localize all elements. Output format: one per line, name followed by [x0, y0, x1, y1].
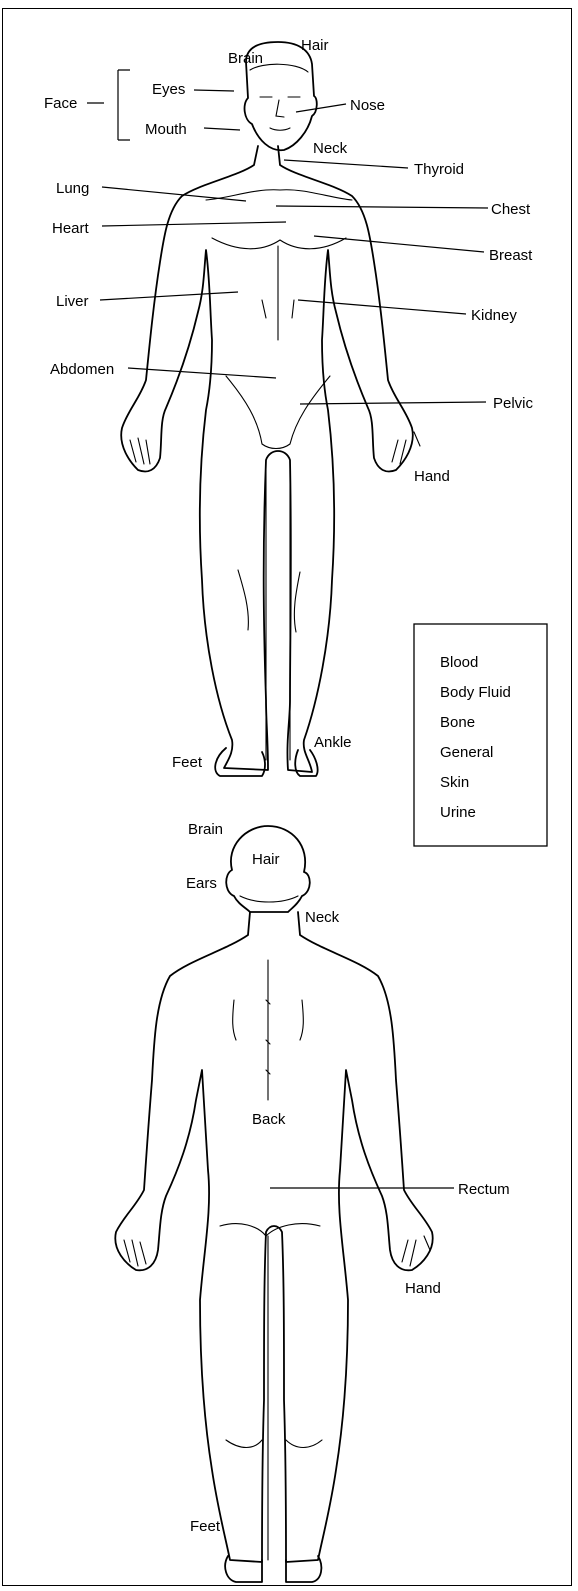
liver-leader — [100, 292, 238, 300]
back-label-hair: Hair — [252, 851, 280, 868]
front-nose-mark — [276, 100, 284, 117]
lung-leader — [102, 187, 246, 201]
heart-leader — [102, 222, 286, 226]
back-labels: Brain Hair Ears Neck Back Rectum Hand Fe… — [186, 821, 510, 1535]
front-body-outline — [121, 146, 413, 772]
back-calves — [226, 1440, 322, 1448]
abdomen-leader — [128, 368, 276, 378]
back-hairline — [240, 896, 298, 902]
legend-item-body-fluid: Body Fluid — [440, 684, 511, 701]
legend-item-bone: Bone — [440, 714, 475, 731]
label-mouth: Mouth — [145, 121, 187, 138]
legend-box — [414, 624, 547, 846]
label-breast: Breast — [489, 247, 533, 264]
breast-leader — [314, 236, 484, 252]
front-clavicle — [206, 190, 352, 200]
front-leg-inner — [266, 470, 290, 760]
back-head — [226, 826, 310, 912]
label-hand: Hand — [414, 468, 450, 485]
back-label-brain: Brain — [188, 821, 223, 838]
front-ab-line — [262, 246, 294, 340]
label-ankle: Ankle — [314, 734, 352, 751]
back-label-feet: Feet — [190, 1518, 221, 1535]
label-heart: Heart — [52, 220, 90, 237]
back-right-fingers — [402, 1236, 430, 1266]
legend-item-blood: Blood — [440, 654, 478, 671]
face-bracket — [87, 70, 130, 140]
label-neck: Neck — [313, 140, 348, 157]
front-right-fingers — [392, 432, 420, 464]
front-left-fingers — [130, 438, 150, 464]
back-label-hand: Hand — [405, 1280, 441, 1297]
back-label-ears: Ears — [186, 875, 217, 892]
back-buttocks — [220, 1224, 320, 1236]
front-figure — [121, 42, 420, 776]
specimen-legend: Blood Body Fluid Bone General Skin Urine — [414, 624, 547, 846]
label-chest: Chest — [491, 201, 531, 218]
legend-item-urine: Urine — [440, 804, 476, 821]
mouth-leader — [204, 128, 240, 130]
back-figure — [115, 826, 432, 1582]
front-left-foot — [215, 748, 265, 776]
back-label-rectum: Rectum — [458, 1181, 510, 1198]
label-eyes: Eyes — [152, 81, 185, 98]
label-kidney: Kidney — [471, 307, 517, 324]
back-body-outline — [115, 912, 432, 1562]
label-nose: Nose — [350, 97, 385, 114]
label-brain: Brain — [228, 50, 263, 67]
eyes-leader — [194, 90, 234, 91]
front-pec-line — [212, 238, 346, 249]
label-feet: Feet — [172, 754, 203, 771]
back-left-fingers — [124, 1240, 146, 1266]
label-face: Face — [44, 95, 77, 112]
label-lung: Lung — [56, 180, 89, 197]
front-groin — [226, 376, 330, 449]
legend-item-general: General — [440, 744, 493, 761]
pelvic-leader — [300, 402, 486, 404]
label-abdomen: Abdomen — [50, 361, 114, 378]
label-thyroid: Thyroid — [414, 161, 464, 178]
front-mouth-mark — [270, 128, 290, 130]
back-label-neck: Neck — [305, 909, 340, 926]
thyroid-leader — [284, 160, 408, 168]
back-label-back: Back — [252, 1111, 286, 1128]
nose-leader — [296, 104, 346, 112]
back-spine — [266, 960, 270, 1100]
label-liver: Liver — [56, 293, 89, 310]
legend-item-skin: Skin — [440, 774, 469, 791]
label-pelvic: Pelvic — [493, 395, 534, 412]
chest-leader — [276, 206, 488, 208]
label-hair: Hair — [301, 37, 329, 54]
